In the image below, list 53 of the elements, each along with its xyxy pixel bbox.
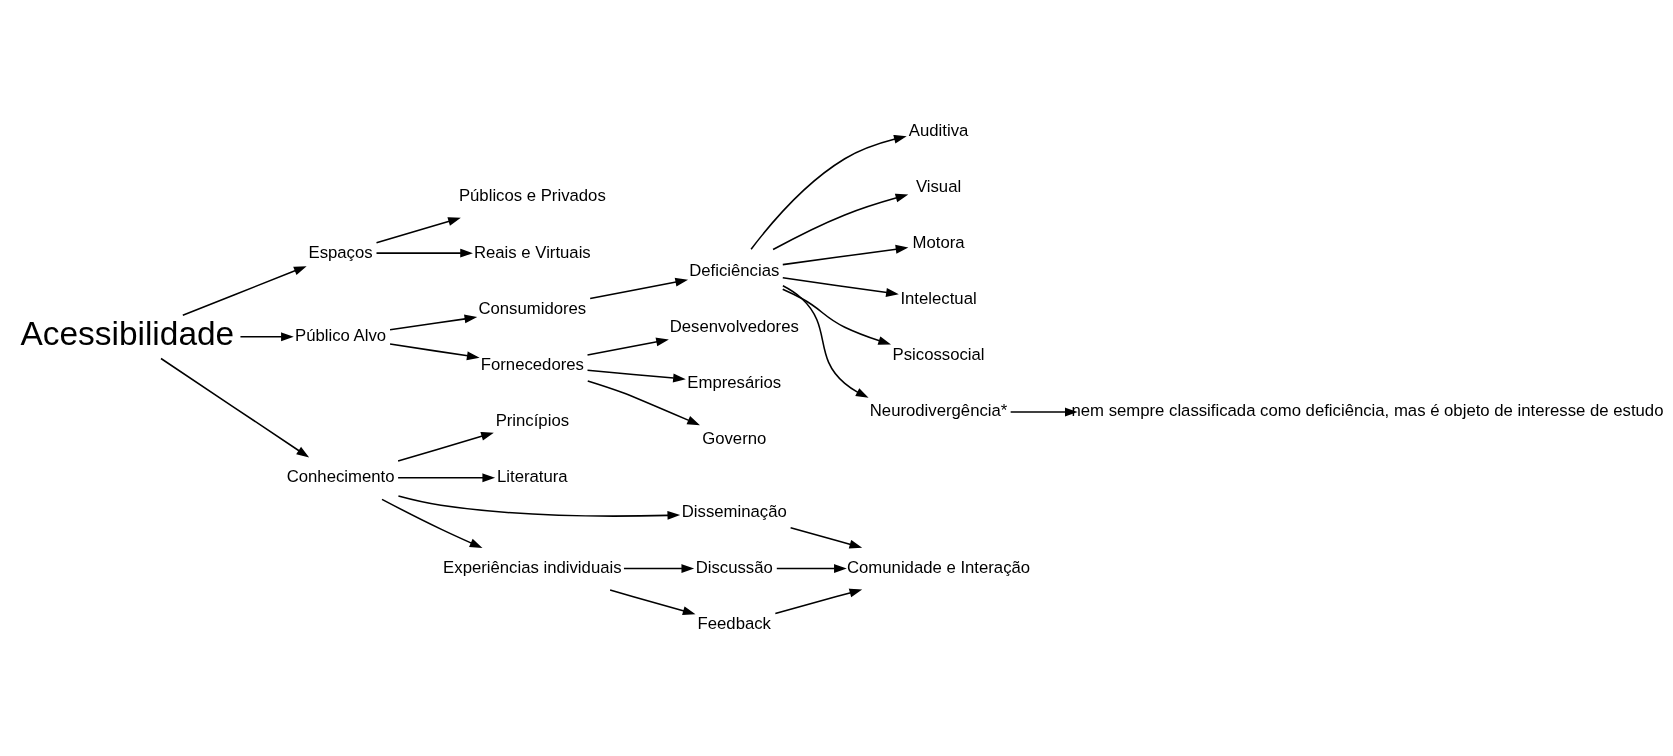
arrow	[396, 432, 494, 462]
node-text: Acessibilidade	[19, 315, 234, 353]
arrow	[781, 277, 899, 297]
arrow	[781, 285, 869, 398]
node-text: Discussão	[695, 557, 773, 577]
arrow	[375, 248, 473, 258]
node-text: Psicossocial	[892, 345, 985, 365]
node-text: Espaços	[308, 242, 373, 262]
node-text: Visual	[915, 176, 961, 196]
arrow	[622, 564, 694, 573]
node-text: Fornecedores	[480, 354, 584, 374]
arrow	[781, 288, 891, 345]
arrow	[375, 217, 461, 244]
node-text: Conhecimento	[286, 467, 394, 487]
arrow	[586, 369, 686, 383]
node-text: Intelectual	[899, 289, 977, 309]
arrow	[789, 526, 862, 549]
arrow	[1009, 407, 1078, 417]
node-text: Públicos e Privados	[458, 186, 606, 206]
arrow	[586, 337, 669, 356]
node-text: Consumidores	[477, 298, 586, 318]
arrow	[608, 589, 695, 615]
arrow	[397, 495, 680, 520]
arrow	[775, 564, 847, 573]
arrow	[181, 266, 307, 316]
node-text: Motora	[912, 233, 965, 253]
node-text: Experiências individuais	[442, 557, 622, 577]
arrow	[774, 588, 862, 615]
arrow	[586, 380, 700, 426]
arrow	[588, 277, 688, 300]
node-text: Governo	[701, 428, 766, 448]
arrow	[771, 193, 908, 251]
arrow	[388, 314, 477, 331]
node-text: Disseminação	[681, 501, 787, 521]
node-text: Deficiências	[688, 260, 779, 280]
node-text: Reais e Virtuais	[473, 242, 591, 262]
node-text: Desenvolvedores	[669, 316, 799, 336]
arrow	[781, 244, 908, 266]
node-text: Empresários	[686, 372, 781, 392]
node-text: nem sempre classificada como deficiência, mas é objeto de interesse de estudo	[1070, 401, 1663, 421]
arrow	[749, 134, 907, 250]
arrow	[388, 343, 480, 361]
node-text: Neurodivergência*	[869, 401, 1007, 421]
arrow	[239, 332, 294, 342]
arrow	[159, 357, 309, 458]
node-text: Feedback	[697, 614, 771, 634]
arrow	[396, 473, 495, 483]
node-text: Público Alvo	[294, 326, 386, 346]
arrow	[380, 498, 482, 548]
node-text: Literatura	[496, 467, 568, 487]
node-text: Auditiva	[908, 120, 968, 140]
node-text: Princípios	[495, 411, 569, 431]
node-text: Comunidade e Interação	[846, 557, 1030, 577]
